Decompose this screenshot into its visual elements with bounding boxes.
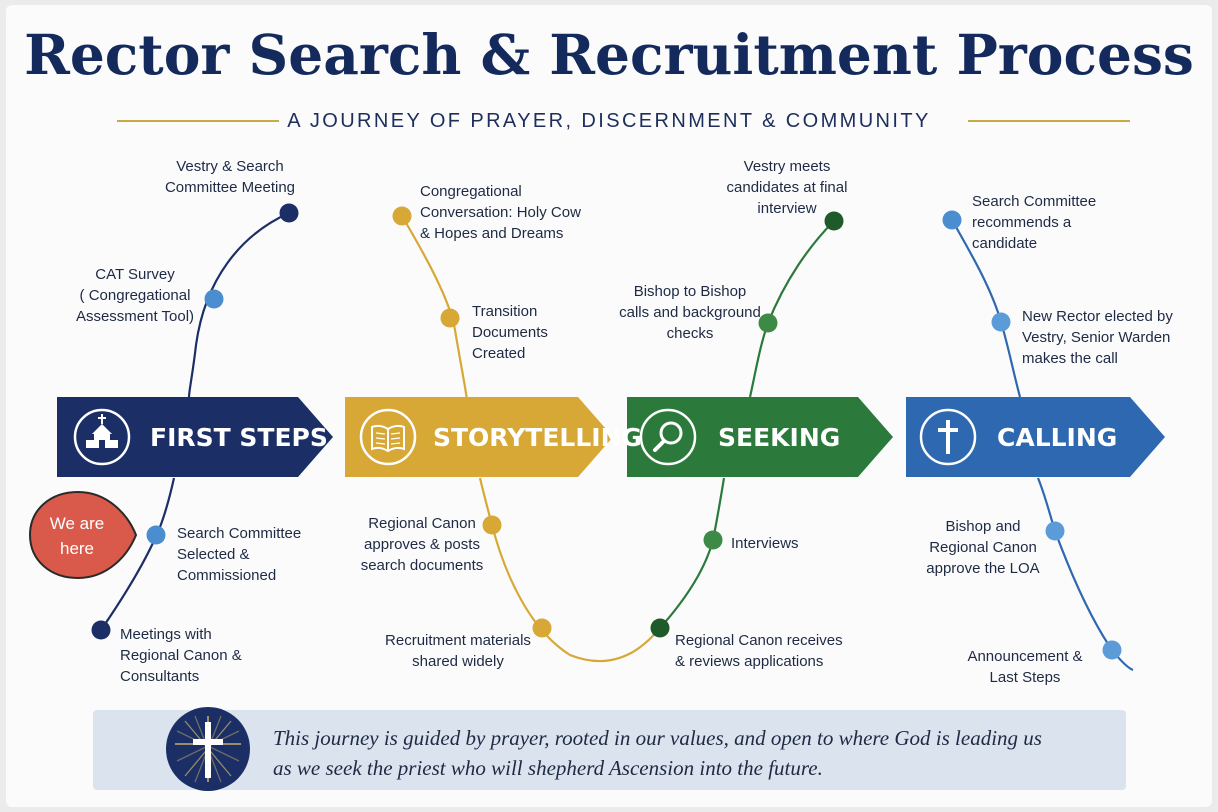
step-label-recruitment-materials: Recruitment materials shared widely [385,632,531,670]
step-dot-announcement [1102,640,1122,660]
page-title: Rector Search & Recruitment Process [24,22,1194,87]
step-label-vestry-final-interview: Vestry meets candidates at final intervi… [726,158,848,217]
subtitle-rule-left [117,120,279,122]
stage-first-steps: FIRST STEPS [150,397,328,477]
step-label-rector-elected: New Rector elected by Vestry, Senior War… [1022,308,1173,367]
storytelling-path-lower [478,477,661,663]
step-label-announcement: Announcement & Last Steps [967,648,1083,686]
we-are-here-marker [28,490,138,580]
stage-calling: CALLING [997,397,1117,477]
step-label-regional-canon-approves: Regional Canon approves & posts search d… [360,515,484,574]
stage-arrow-seeking [627,397,893,477]
step-dot-congregational-conversation [392,206,412,226]
we-are-here-text: We are here [49,514,105,558]
subtitle-rule-right [968,120,1130,122]
step-dot-transition-documents [440,308,460,328]
step-dot-meetings-regional-canon [91,620,111,640]
step-label-cat-survey: CAT Survey ( Congregational Assessment T… [75,266,195,325]
step-label-search-committee-selected: Search Committee Selected & Commissioned [177,525,302,584]
step-dot-bishop-to-bishop [758,313,778,333]
step-dot-regional-canon-approves [482,515,502,535]
stage-arrow-first-steps [57,397,333,477]
step-label-congregational-conversation: Congregational Conversation: Holy Cow & … [420,183,581,242]
step-dot-vestry-meeting [279,203,299,223]
open-book-icon [359,408,417,466]
cross-emblem-icon [166,707,250,791]
stage-seeking: SEEKING [718,397,840,477]
footer-message: This journey is guided by prayer, rooted… [273,726,1042,780]
stage-label: STORYTELLING [433,422,643,452]
first-steps-path [187,211,290,401]
step-dot-committee-recommends [942,210,962,230]
step-dot-bishop-approve-loa [1045,521,1065,541]
stage-arrow-storytelling [345,397,613,477]
step-dot-vestry-final-interview [824,211,844,231]
stage-arrow-calling [906,397,1165,477]
step-dot-rector-elected [991,312,1011,332]
step-label-committee-recommends: Search Committee recommends a candidate [972,193,1097,252]
stage-label: SEEKING [718,422,841,452]
step-dot-recruitment-materials [532,618,552,638]
step-label-transition-documents: Transition Documents Created [472,303,548,362]
magnifier-icon [639,408,697,466]
seeking-path [659,477,726,629]
cross-icon [919,408,977,466]
step-label-regional-canon-receives: Regional Canon receives & reviews applic… [675,632,843,670]
step-dot-regional-canon-receives [650,618,670,638]
church-icon [73,408,131,466]
stage-storytelling: STORYTELLING [433,397,642,477]
step-label-interviews: Interviews [731,535,799,552]
step-label-bishop-to-bishop: Bishop to Bishop calls and background ch… [619,283,761,342]
step-dot-search-committee-selected [146,525,166,545]
step-label-meetings-regional-canon: Meetings with Regional Canon & Consultan… [120,626,242,685]
footer-banner [93,710,1126,790]
step-label-vestry-meeting: Vestry & Search Committee Meeting [164,158,296,196]
calling-path-lower [1036,477,1134,672]
stage-label: CALLING [997,422,1118,452]
step-dot-interviews [703,530,723,550]
first-steps-path-lower [100,477,176,631]
stage-label: FIRST STEPS [150,422,328,452]
page-subtitle: A JOURNEY OF PRAYER, DISCERNMENT & COMMU… [287,110,931,132]
step-label-bishop-approve-loa: Bishop and Regional Canon approve the LO… [926,518,1040,577]
step-dot-cat-survey [204,289,224,309]
